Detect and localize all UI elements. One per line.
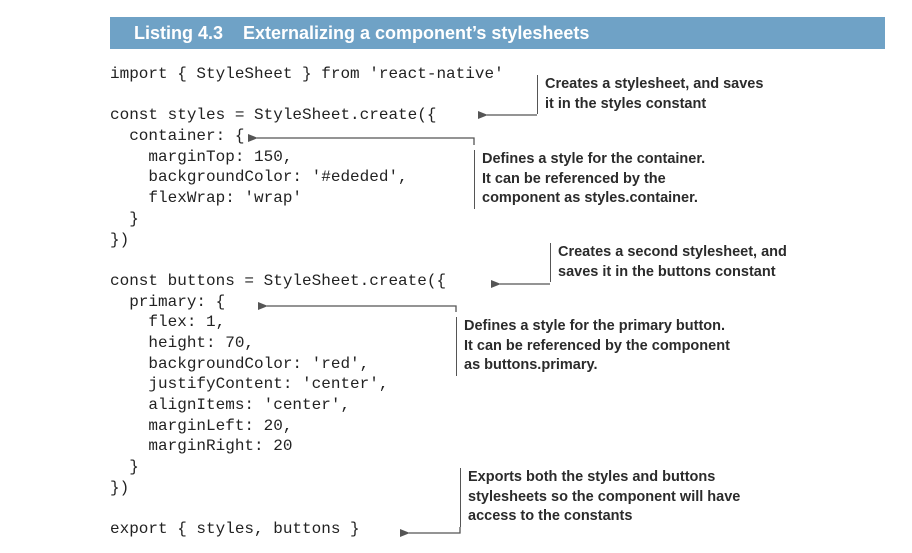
code-line: marginLeft: 20, <box>110 416 293 435</box>
code-line: container: { <box>110 127 245 146</box>
code-line: height: 70, <box>110 333 255 352</box>
code-line: } <box>110 458 139 477</box>
annotation-line: Creates a stylesheet, and saves <box>545 76 764 92</box>
annotation-line: saves it in the buttons constant <box>558 263 776 280</box>
code-line: const styles = StyleSheet.create({ <box>110 106 437 125</box>
code-line: }) <box>110 478 130 497</box>
code-line: primary: { <box>110 292 226 311</box>
code-line: flex: 1, <box>110 313 226 332</box>
annotation-primary-style: Defines a style for the primary button. … <box>456 317 730 376</box>
annotation-line: access to the constants <box>468 508 633 524</box>
code-line: backgroundColor: 'red', <box>110 354 370 373</box>
annotation-create-buttons: Creates a second stylesheet, and saves i… <box>550 243 787 282</box>
annotation-line: Exports both the styles and buttons <box>468 469 716 485</box>
arrow-container-style <box>248 134 475 145</box>
code-block: import { StyleSheet } from 'react-native… <box>110 64 504 540</box>
listing-title: Externalizing a component’s stylesheets <box>243 23 590 43</box>
annotation-line: as buttons.primary. <box>464 357 598 373</box>
arrow-primary-style <box>258 302 457 312</box>
listing-number: Listing 4.3 <box>134 23 224 43</box>
code-line: justifyContent: 'center', <box>110 375 389 394</box>
code-line: alignItems: 'center', <box>110 396 351 414</box>
annotation-line: Creates a second stylesheet, and <box>558 244 787 260</box>
annotation-create-styles: Creates a stylesheet, and saves it in th… <box>537 75 763 114</box>
code-line: flexWrap: 'wrap' <box>110 189 303 208</box>
code-line: import { StyleSheet } from 'react-native… <box>110 65 504 83</box>
annotation-line: It can be referenced by the <box>482 170 666 187</box>
annotation-line: Defines a style for the container. <box>482 151 706 167</box>
annotation-line: component as styles.container. <box>482 190 698 206</box>
annotation-line: it in the styles constant <box>545 95 707 112</box>
listing-header: Listing 4.3 Externalizing a component’s … <box>110 17 885 49</box>
annotation-line: Defines a style for the primary button. <box>464 318 726 334</box>
annotation-line: stylesheets so the component will have <box>468 488 741 505</box>
annotation-container-style: Defines a style for the container. It ca… <box>474 150 705 209</box>
code-line: const buttons = StyleSheet.create({ <box>110 271 447 290</box>
annotation-export: Exports both the styles and buttons styl… <box>460 468 740 527</box>
code-line: marginRight: 20 <box>110 437 293 456</box>
code-line: } <box>110 209 139 228</box>
code-line: marginTop: 150, <box>110 147 293 166</box>
arrow-export <box>400 527 461 537</box>
annotation-line: It can be referenced by the component <box>464 337 730 354</box>
code-line: export { styles, buttons } <box>110 520 360 539</box>
code-line: backgroundColor: '#ededed', <box>110 168 408 187</box>
code-line: }) <box>110 230 130 249</box>
